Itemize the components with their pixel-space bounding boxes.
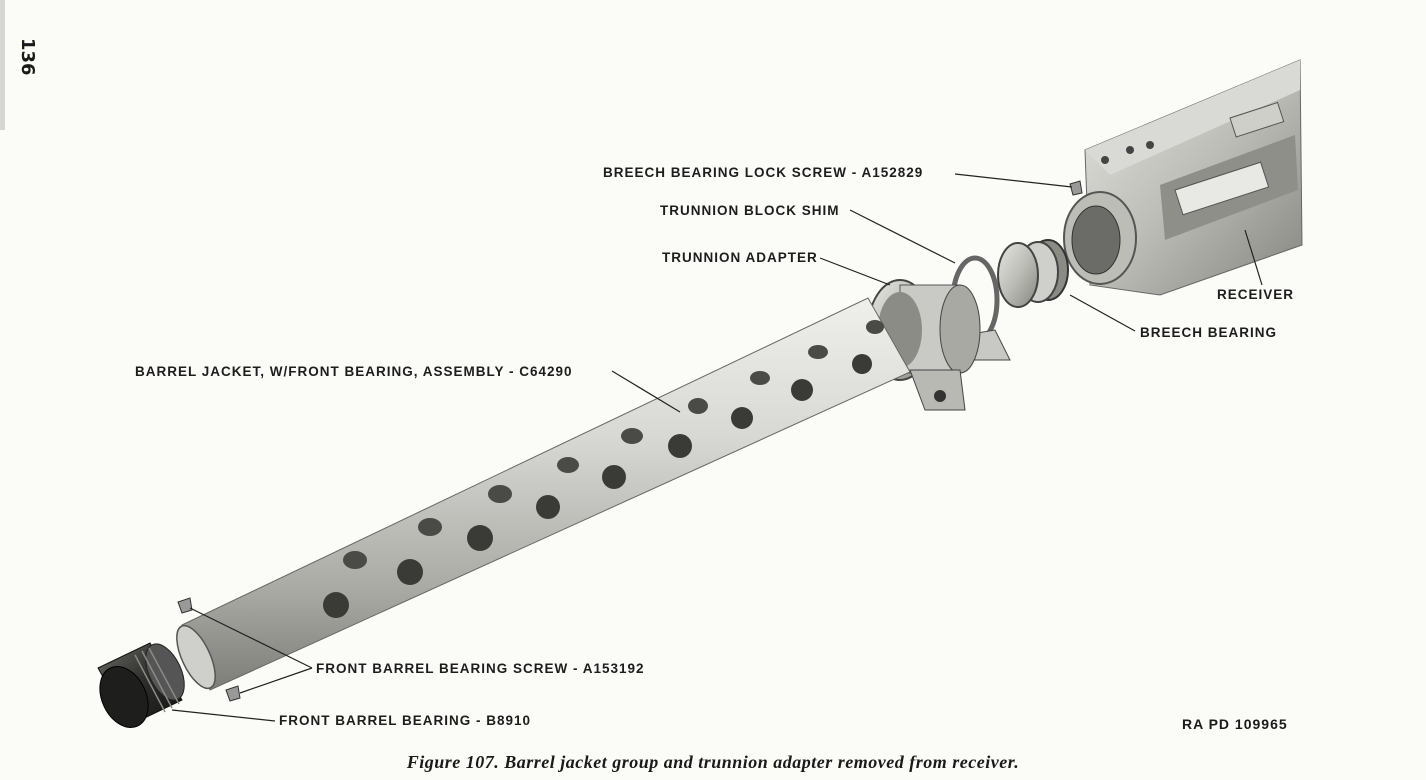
trunnion-adapter-part xyxy=(867,279,981,411)
label-trunnion-adapter: TRUNNION ADAPTER xyxy=(662,250,818,265)
leader-lines xyxy=(171,173,1263,722)
figure-caption: Figure 107. Barrel jacket group and trun… xyxy=(406,752,1020,772)
breech-bearing-lock-screw-part xyxy=(1069,180,1083,196)
label-receiver: RECEIVER xyxy=(1217,287,1295,302)
figure-id: RA PD 109965 xyxy=(1182,716,1288,732)
label-trunnion-block-shim: TRUNNION BLOCK SHIM xyxy=(660,203,840,218)
label-front-barrel-bearing-screw: FRONT BARREL BEARING SCREW - A153192 xyxy=(316,661,645,676)
label-barrel-jacket: BARREL JACKET, W/FRONT BEARING, ASSEMBLY… xyxy=(135,364,573,379)
receiver-part xyxy=(1063,59,1303,296)
label-front-barrel-bearing: FRONT BARREL BEARING - B8910 xyxy=(279,713,532,728)
label-breech-bearing: BREECH BEARING xyxy=(1140,325,1278,340)
breech-bearing-part xyxy=(997,239,1069,308)
label-breech-bearing-lock-screw: BREECH BEARING LOCK SCREW - A152829 xyxy=(603,165,924,180)
front-barrel-bearing-screws xyxy=(177,597,241,702)
page-edge-shadow xyxy=(0,0,5,130)
front-barrel-bearing-part xyxy=(97,642,185,728)
barrel-jacket-part xyxy=(176,297,911,691)
